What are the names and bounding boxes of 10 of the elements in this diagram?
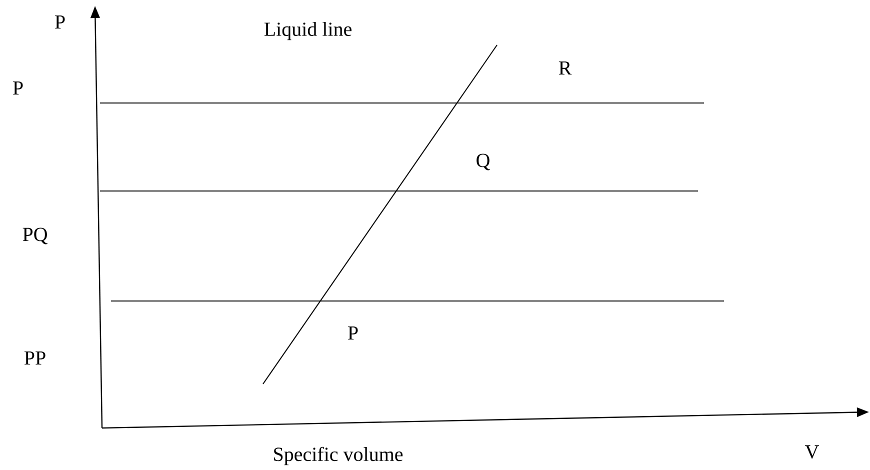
axis-label: P [55,15,65,29]
region-label: R [558,61,572,75]
region-label: P [348,326,358,340]
pressure-label: P [13,81,23,95]
curve-label: Liquid line [264,22,352,40]
pressure-label: PP [24,351,46,365]
axis-label: Specific volume [274,446,403,466]
pressure-label: PQ [22,228,48,244]
axis-label: V [805,445,819,459]
region-label: Q [476,154,490,170]
